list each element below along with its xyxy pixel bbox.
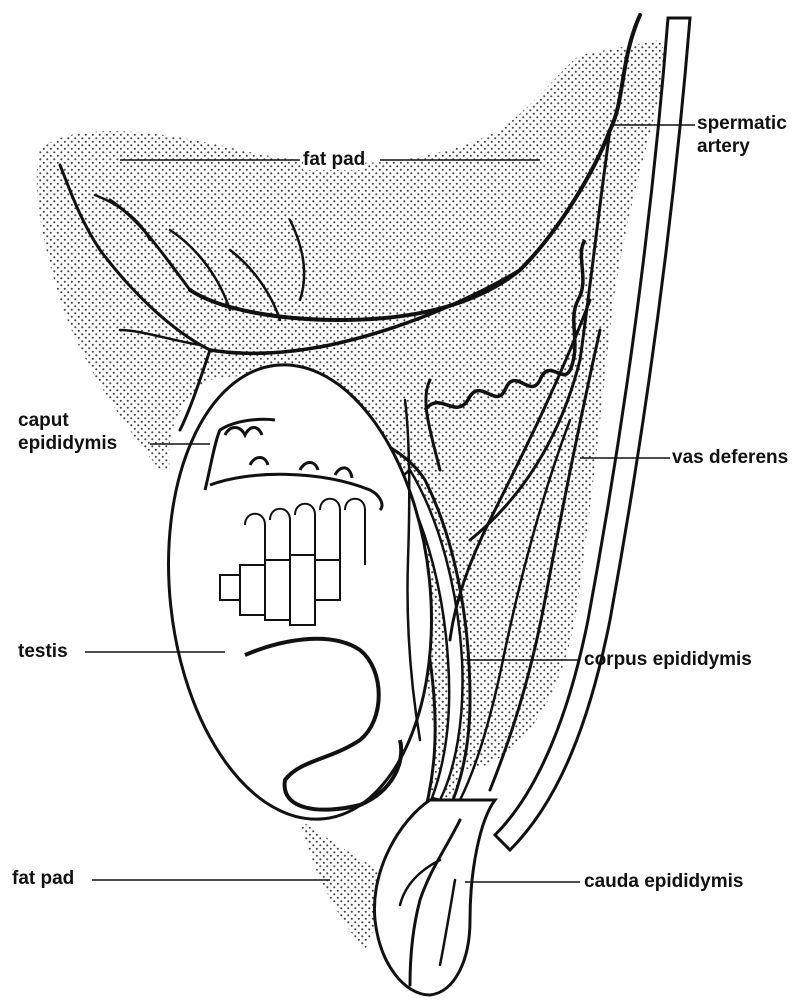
label-spermatic-artery-line1: spermatic (697, 113, 787, 134)
label-fat-pad-top: fat pad (303, 149, 365, 170)
label-caput-epididymis-line1: caput (18, 410, 69, 431)
label-vas-deferens: vas deferens (672, 447, 788, 468)
label-corpus-epididymis: corpus epididymis (584, 649, 752, 670)
label-fat-pad-bottom: fat pad (12, 868, 74, 889)
label-caput-epididymis-line2: epididymis (18, 433, 117, 454)
label-spermatic-artery-line2: artery (697, 136, 750, 157)
label-cauda-epididymis: cauda epididymis (584, 871, 743, 892)
fat-pad-lower (300, 820, 381, 950)
cauda-epididymis-shape (374, 800, 495, 995)
label-testis: testis (18, 641, 68, 662)
